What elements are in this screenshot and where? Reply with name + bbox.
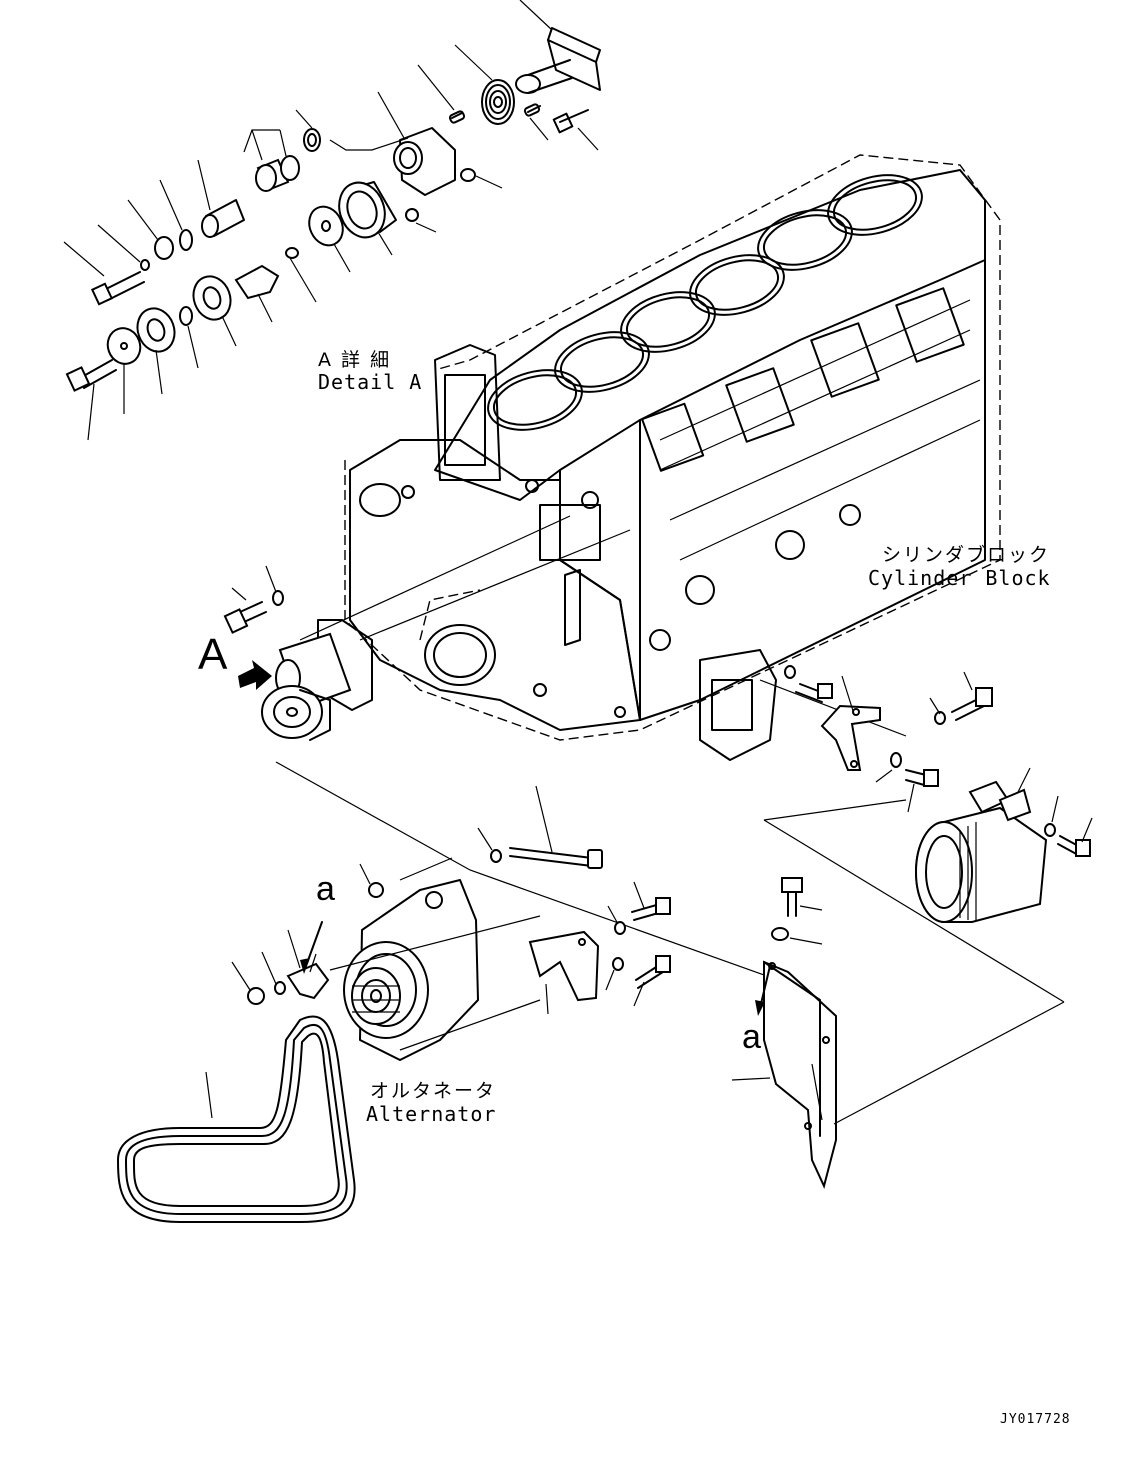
reference-marker-a-upper: a bbox=[316, 870, 335, 908]
alternator bbox=[231, 785, 671, 1061]
compressor bbox=[763, 767, 1093, 1003]
belt-cover bbox=[731, 877, 1065, 1189]
compressor-bracket bbox=[699, 649, 993, 813]
cylinder-block bbox=[344, 154, 1001, 741]
cylinder-block-label-en: Cylinder Block bbox=[868, 566, 1051, 590]
detail-a-label-en: Detail A bbox=[318, 370, 423, 394]
view-arrow-icon bbox=[238, 660, 272, 690]
detail-a-exploded-parts bbox=[63, 0, 601, 441]
detail-a-label-ja: A 詳 細 bbox=[318, 349, 392, 371]
alternator-label-en: Alternator bbox=[366, 1102, 497, 1126]
drawing-code: JY017728 bbox=[1000, 1412, 1071, 1427]
cylinder-block-label-ja: シリンダブロック bbox=[882, 544, 1051, 566]
view-marker-a: A bbox=[198, 630, 228, 679]
alternator-label-ja: オルタネータ bbox=[370, 1080, 497, 1102]
tensioner-assembly bbox=[223, 515, 779, 981]
reference-marker-a-lower: a bbox=[742, 1018, 761, 1056]
drive-belt bbox=[117, 1015, 356, 1223]
